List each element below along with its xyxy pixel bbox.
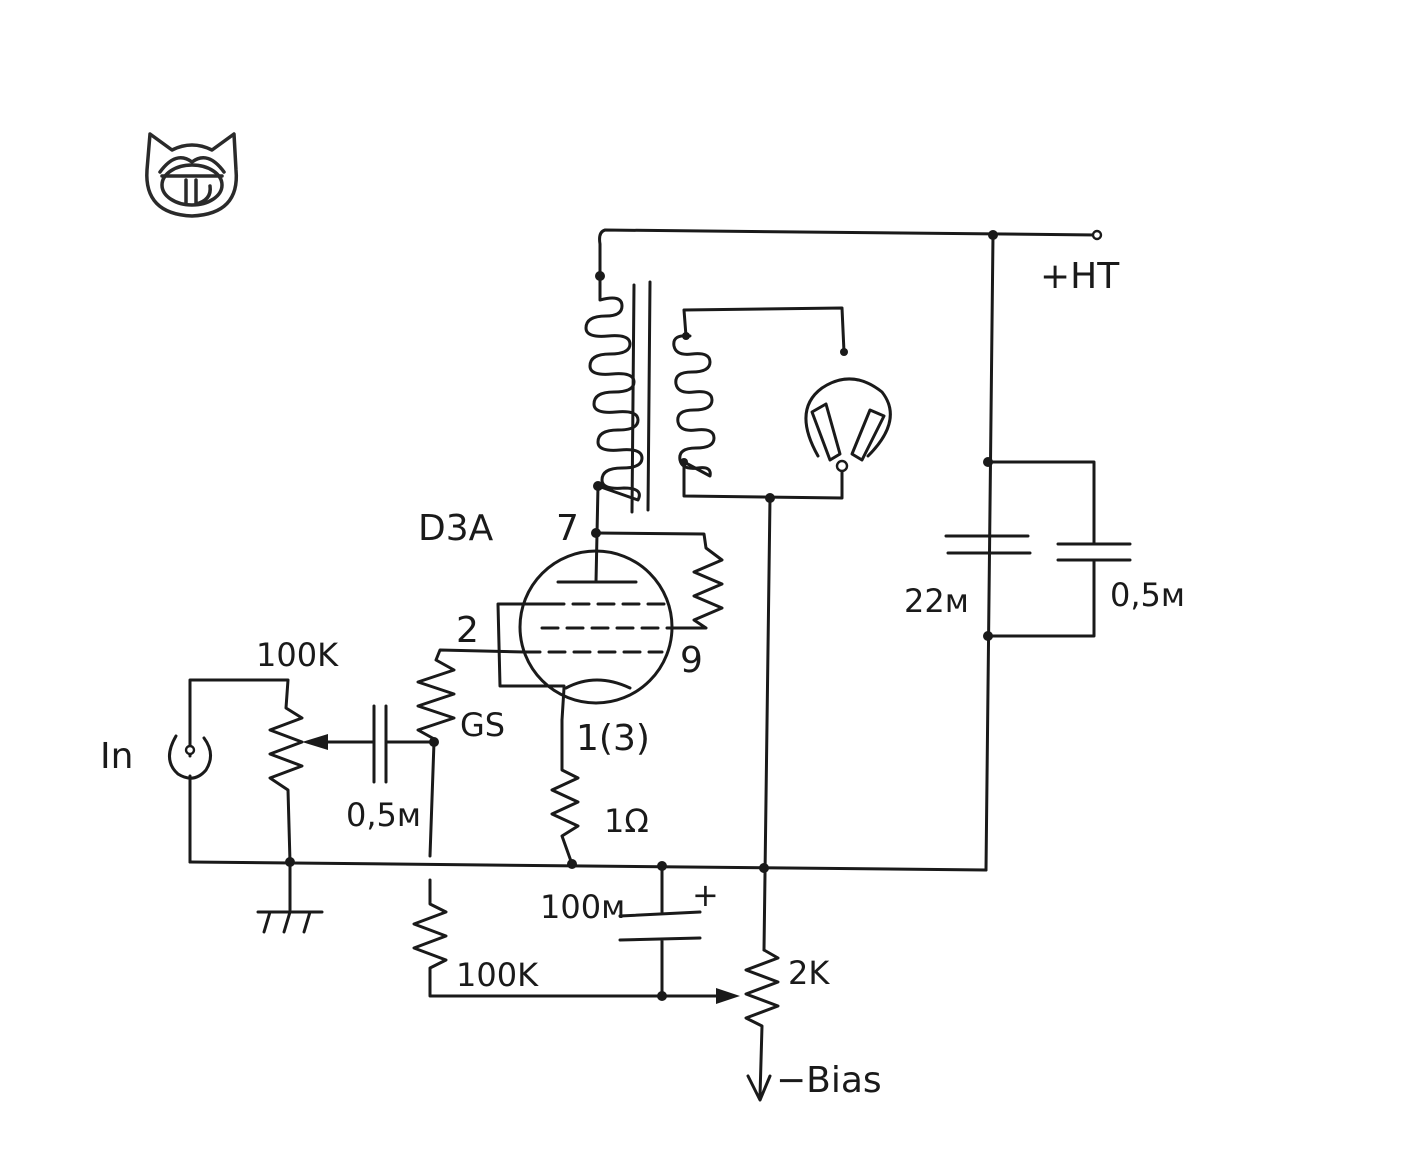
bypass-capacitor	[618, 864, 702, 998]
grid-stopper-label: GS	[460, 706, 505, 744]
ground-icon	[256, 860, 324, 934]
volume-pot	[188, 678, 304, 864]
bias-pot	[744, 948, 780, 1102]
bias-label: −Bias	[776, 1060, 882, 1101]
pin-screen-label: 9	[680, 640, 703, 681]
cat-logo-icon	[145, 132, 239, 218]
pin-cathode-label: 1(3)	[576, 718, 650, 759]
ground-rail	[188, 857, 988, 873]
supply-label: +HT	[1040, 256, 1120, 297]
bias-resistor	[412, 878, 740, 1004]
filter-cap-small-label: 0,5м	[1110, 576, 1185, 614]
input-jack-icon	[168, 734, 212, 864]
volume-pot-label: 100K	[256, 636, 339, 674]
bias-pot-label: 2K	[788, 954, 830, 992]
ht-supply-rail	[598, 228, 1103, 872]
cathode-res-label: 1Ω	[604, 802, 649, 840]
tube-d3a-icon	[496, 484, 724, 722]
pin-plate-label: 7	[556, 508, 579, 549]
pin-grid-label: 2	[456, 610, 479, 651]
input-label: In	[100, 736, 133, 777]
cathode-resistor	[550, 718, 580, 866]
coupling-capacitor	[302, 704, 436, 784]
bypass-cap-polarity: +	[692, 876, 719, 914]
filter-cap-large-label: 22м	[904, 582, 969, 620]
tube-label: D3A	[418, 508, 494, 549]
output-transformer-icon	[584, 271, 846, 514]
secondary-return-wire	[762, 496, 772, 952]
coupling-cap-label: 0,5м	[346, 796, 421, 834]
grid-stopper-resistor	[416, 648, 526, 858]
bias-res-label: 100K	[456, 956, 539, 994]
bypass-cap-label: 100м	[540, 888, 625, 926]
headphones-icon	[804, 348, 892, 473]
filter-capacitors	[944, 457, 1132, 641]
